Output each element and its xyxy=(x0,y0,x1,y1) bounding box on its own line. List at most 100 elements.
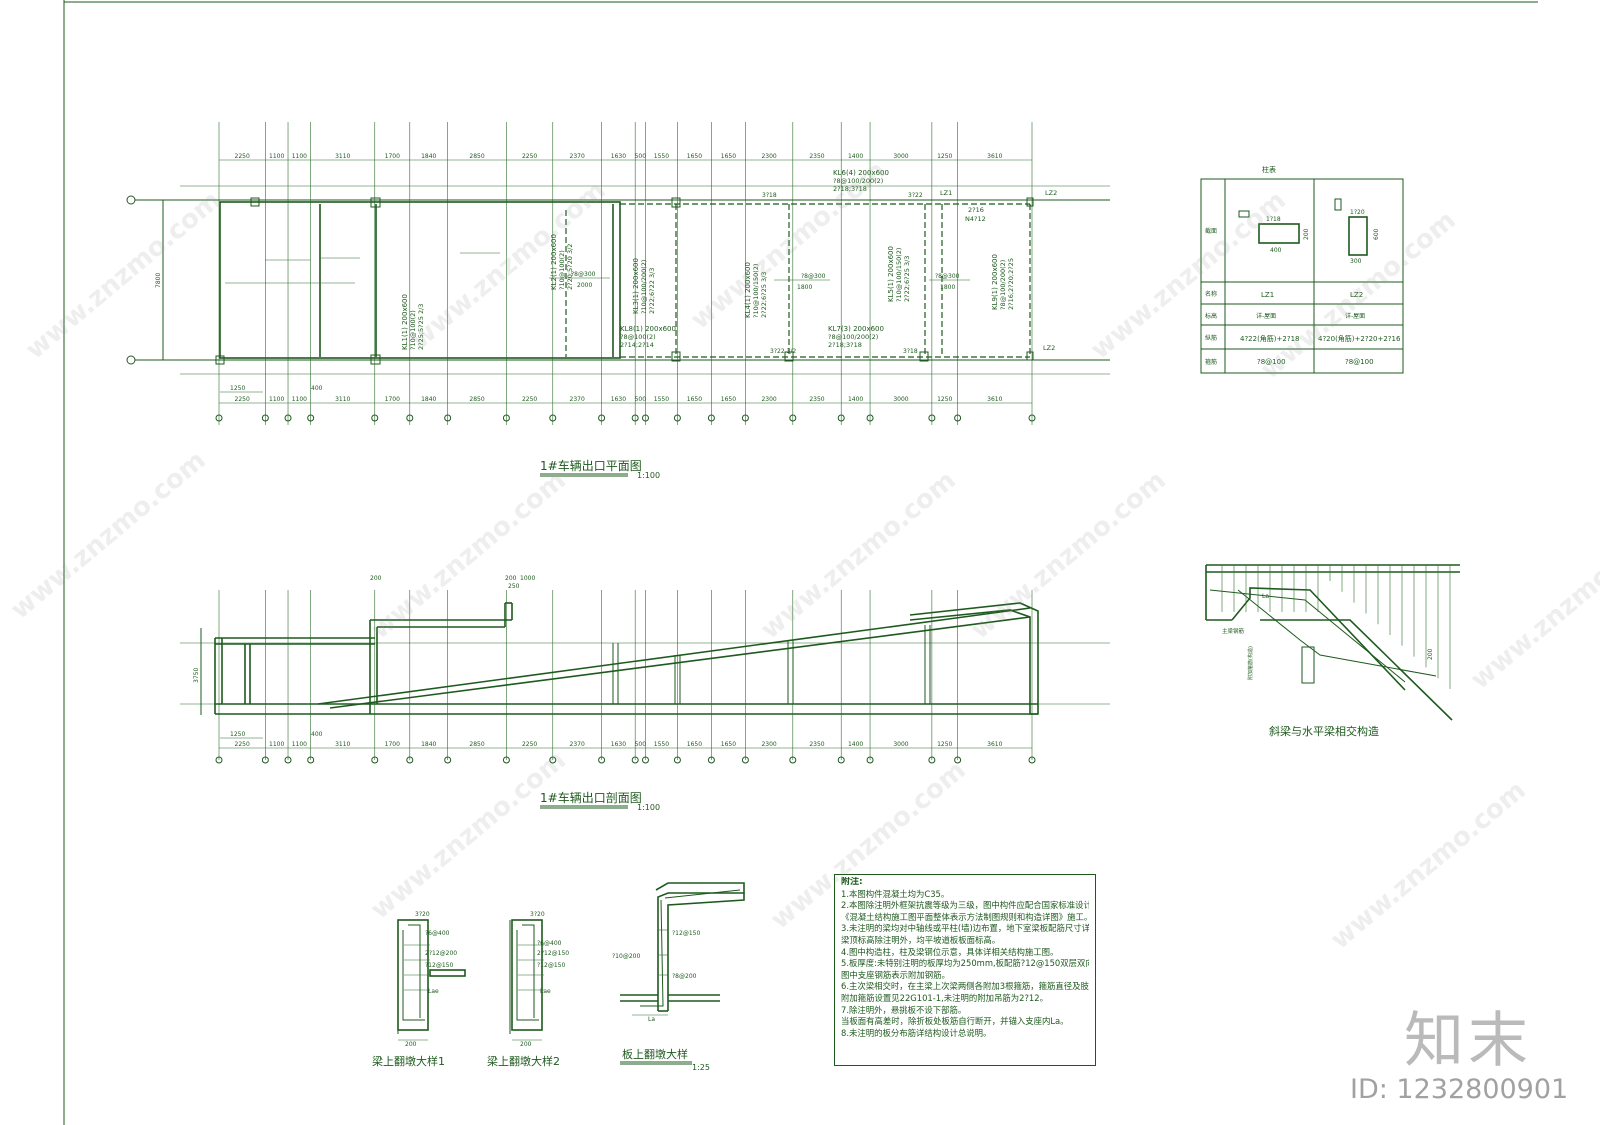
axis-bubble xyxy=(741,414,749,422)
notes-panel: 附注: 1.本图构件混凝土均为C35。 2.本图除注明外框架抗震等级为三级，图中… xyxy=(834,874,1096,1066)
axis-bubble xyxy=(789,414,797,422)
beam-kl3-bars: 2?22;6?22 3/3 xyxy=(648,268,656,314)
notes-heading: 附注: xyxy=(841,877,863,887)
axis-bubble xyxy=(707,756,715,764)
upturn-detail-2: 3?20 ?6@400 2?12@150 ?12@150 Lae 200 梁上翻… xyxy=(487,911,569,1068)
beam-kl2-rebar: ?10@100(2) xyxy=(558,250,566,290)
d3-la: La xyxy=(648,1016,655,1023)
grid-dim-label: 2350 xyxy=(809,741,824,748)
inclined-note: 附加箍筋(构造) xyxy=(1247,646,1254,680)
grid-dim-label: 3110 xyxy=(335,741,350,748)
beam-kl6-rebar: ?8@100/200(2) xyxy=(833,177,883,185)
note-item: 附加箍筋设置见22G101-1,未注明的附加吊筋为2?12。 xyxy=(841,992,1048,1003)
note-item: 2.本图除注明外框架抗震等级为三级，图中构件应配合国家标准设计图集22G101-… xyxy=(841,900,1089,911)
axis-bubble xyxy=(549,414,557,422)
lz1-name: LZ1 xyxy=(1261,291,1274,299)
grid-dim-label: 1650 xyxy=(687,741,702,748)
axis-bubble xyxy=(641,414,649,422)
axis-bubble xyxy=(307,756,315,764)
axis-bubble xyxy=(741,756,749,764)
section-offset-dim2: 400 xyxy=(311,731,323,738)
d3-scale: 1:25 xyxy=(692,1063,710,1072)
grid-dim-label: 1650 xyxy=(721,741,736,748)
grid-dim-label: 1400 xyxy=(848,396,863,403)
d1-title: 梁上翻墩大样1 xyxy=(372,1054,445,1068)
d1-bar1: 2?12@200 xyxy=(425,950,457,957)
axis-bubble xyxy=(641,756,649,764)
d2-bar1: 2?12@150 xyxy=(537,950,569,957)
d2-title: 梁上翻墩大样2 xyxy=(487,1054,560,1068)
d3-title: 板上翻墩大样 xyxy=(622,1047,688,1061)
grid-dim-label: 1840 xyxy=(421,396,436,403)
beam-kl8-rebar: ?8@100(2) xyxy=(620,333,656,341)
axis-bubble xyxy=(631,414,639,422)
plan-lz2-label-bottom: LZ2 xyxy=(1043,344,1055,352)
plan-offset-dim: 1250 xyxy=(230,385,245,392)
beam-kl5-rebar: ?10@100/150(2) xyxy=(895,248,903,302)
section-scale: 1:100 xyxy=(637,803,660,812)
axis-bubble xyxy=(598,756,606,764)
inclined-dim: 200 xyxy=(1427,648,1434,660)
grid-dim-label: 2370 xyxy=(570,396,585,403)
grid-dim-label: 500 xyxy=(635,741,647,748)
grid-dim-label: 1650 xyxy=(687,396,702,403)
plan-3218-label: 3?18 xyxy=(903,348,918,355)
grid-dim-label: 1650 xyxy=(721,396,736,403)
axis-bubble xyxy=(215,414,223,422)
grid-dim-label: 1100 xyxy=(269,741,284,748)
note-item: 4.图中构造柱，柱及梁钢位示意，具体详相关结构施工图。 xyxy=(841,946,1059,957)
plan-n412-label: N4?12 xyxy=(965,215,986,223)
plan-3322-label: 3?22 xyxy=(908,192,923,199)
axis-bubble xyxy=(673,756,681,764)
beam-kl2-name: KL2(1) 200x600 xyxy=(550,234,558,290)
grid-dim-label: 1700 xyxy=(385,741,400,748)
grid-dim-label: 1550 xyxy=(654,741,669,748)
axis-bubble xyxy=(954,756,962,764)
grid-dim-label: 1840 xyxy=(421,741,436,748)
lz1-section-width: 400 xyxy=(1270,247,1282,254)
grid-dim-label: 3000 xyxy=(893,153,908,160)
grid-dim-label: 3000 xyxy=(893,396,908,403)
section-height-dim: 3750 xyxy=(193,668,200,683)
inclined-beam-detail: 200 La 主梁钢筋 附加箍筋(构造) 斜梁与水平梁相交构造 xyxy=(1205,564,1460,738)
beam-kl5-bars: 2?22;6?25 3/3 xyxy=(903,256,911,302)
grid-dim-label: 2250 xyxy=(235,396,250,403)
axis-bubble xyxy=(307,414,315,422)
axis-bubble-bottom xyxy=(126,355,136,365)
axis-bubble xyxy=(215,756,223,764)
inclined-title: 斜梁与水平梁相交构造 xyxy=(1269,724,1379,738)
plan-span-3: 1800 xyxy=(940,284,955,291)
lz1-level: 详-屋面 xyxy=(1256,312,1276,320)
beam-kl7-rebar: ?8@100/200(2) xyxy=(828,333,878,341)
grid-dim-label: 2350 xyxy=(809,396,824,403)
grid-dim-label: 2250 xyxy=(235,741,250,748)
image-id-label: ID: 1232800901 xyxy=(1350,1074,1569,1105)
grid-dim-label: 1630 xyxy=(611,153,626,160)
axis-bubble xyxy=(371,756,379,764)
axis-bubble xyxy=(406,414,414,422)
grid-dim-label: 3110 xyxy=(335,396,350,403)
d2-rebar-top: 3?20 xyxy=(530,911,545,918)
note-item: 8.未注明的板分布筋详结构设计总说明。 xyxy=(841,1027,992,1038)
inclined-beam-label: 主梁钢筋 xyxy=(1222,627,1245,635)
beam-kl3-name: KL3(1) 200x600 xyxy=(632,258,640,314)
plan-lz1-label: LZ1 xyxy=(940,189,952,197)
watermark-text: www.znzmo.com xyxy=(965,465,1171,645)
lz2-section-width: 300 xyxy=(1350,258,1362,265)
d3-bar1: ?12@150 xyxy=(672,930,700,937)
d2-lae: Lae xyxy=(540,988,551,995)
section-top-dim-2: 200 xyxy=(505,575,517,582)
beam-kl6-name: KL6(4) 200x600 xyxy=(833,169,889,177)
lz1-stirrup: ?8@100 xyxy=(1257,358,1286,366)
watermark-text: www.znzmo.com xyxy=(1325,775,1531,955)
beam-kl9-rebar: ?8@100/200(2) xyxy=(999,260,1007,310)
section-title: 1#车辆出口剖面图 xyxy=(540,790,642,805)
grid-dim-label: 3000 xyxy=(893,741,908,748)
beam-kl4-bars: 2?22;6?25 3/3 xyxy=(760,272,768,318)
grid-dim-label: 1400 xyxy=(848,153,863,160)
grid-dim-label: 1100 xyxy=(269,396,284,403)
axis-bubble xyxy=(444,414,452,422)
axis-bubble-top xyxy=(126,195,136,205)
note-item: 6.主次梁相交时，在主梁上次梁两侧各附加3根箍筋，箍筋直径及肢数同主梁箍筋; xyxy=(841,981,1089,992)
